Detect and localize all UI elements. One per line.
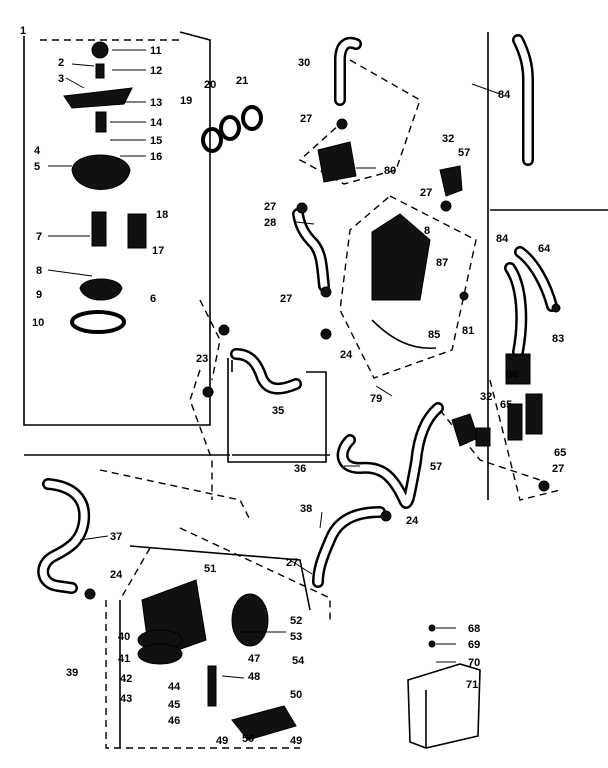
label-85: 85 bbox=[428, 329, 440, 341]
label-81: 81 bbox=[462, 325, 474, 337]
label-38: 38 bbox=[300, 503, 312, 515]
label-6: 6 bbox=[150, 293, 156, 305]
label-3: 3 bbox=[58, 73, 64, 85]
label-53: 53 bbox=[290, 631, 302, 643]
label-17: 17 bbox=[152, 245, 164, 257]
label-79: 79 bbox=[370, 393, 382, 405]
label-35: 35 bbox=[272, 405, 284, 417]
label-14: 14 bbox=[150, 117, 163, 129]
label-24-b: 24 bbox=[406, 515, 419, 527]
label-83: 83 bbox=[552, 333, 564, 345]
label-24-a: 24 bbox=[340, 349, 353, 361]
label-1: 1 bbox=[20, 25, 26, 37]
parts bbox=[63, 41, 561, 749]
label-40: 40 bbox=[118, 631, 130, 643]
label-49-b: 49 bbox=[290, 735, 302, 747]
label-50-a: 50 bbox=[242, 733, 254, 745]
leader-lines bbox=[47, 49, 501, 679]
label-28: 28 bbox=[264, 217, 276, 229]
label-8: 8 bbox=[36, 265, 42, 277]
assembly-outlines bbox=[23, 31, 608, 749]
label-44: 44 bbox=[168, 681, 181, 693]
label-7: 7 bbox=[36, 231, 42, 243]
label-18: 18 bbox=[156, 209, 168, 221]
label-46: 46 bbox=[168, 715, 180, 727]
label-87: 87 bbox=[436, 257, 448, 269]
hoses bbox=[37, 34, 558, 594]
label-39: 39 bbox=[66, 667, 78, 679]
label-19: 19 bbox=[180, 95, 192, 107]
label-49-a: 49 bbox=[216, 735, 228, 747]
label-4: 4 bbox=[34, 145, 41, 157]
label-32-a: 32 bbox=[442, 133, 454, 145]
label-65-a: 65 bbox=[500, 399, 512, 411]
label-64: 64 bbox=[538, 243, 551, 255]
label-8-b: 8 bbox=[424, 225, 430, 237]
label-27-e: 27 bbox=[552, 463, 564, 475]
label-68: 68 bbox=[468, 623, 480, 635]
label-65-b: 65 bbox=[554, 447, 566, 459]
label-24-c: 24 bbox=[110, 569, 123, 581]
label-16: 16 bbox=[150, 151, 162, 163]
label-27-b: 27 bbox=[264, 201, 276, 213]
label-47: 47 bbox=[248, 653, 260, 665]
label-70: 70 bbox=[468, 657, 480, 669]
label-15: 15 bbox=[150, 135, 162, 147]
label-5: 5 bbox=[34, 161, 40, 173]
label-51: 51 bbox=[204, 563, 216, 575]
label-20: 20 bbox=[204, 79, 216, 91]
label-10: 10 bbox=[32, 317, 44, 329]
label-69: 69 bbox=[468, 639, 480, 651]
part-labels: 1 2 3 4 5 6 7 8 9 10 11 12 13 14 15 16 1… bbox=[20, 25, 566, 747]
label-27-c: 27 bbox=[280, 293, 292, 305]
label-9: 9 bbox=[36, 289, 42, 301]
label-27-a: 27 bbox=[300, 113, 312, 125]
label-37: 37 bbox=[110, 531, 122, 543]
label-84-b: 84 bbox=[496, 233, 509, 245]
label-43: 43 bbox=[120, 693, 132, 705]
label-13: 13 bbox=[150, 97, 162, 109]
label-36: 36 bbox=[294, 463, 306, 475]
label-42: 42 bbox=[120, 673, 132, 685]
label-41: 41 bbox=[118, 653, 130, 665]
label-12: 12 bbox=[150, 65, 162, 77]
label-52: 52 bbox=[290, 615, 302, 627]
label-66: 66 bbox=[506, 369, 518, 381]
label-11: 11 bbox=[150, 45, 162, 57]
label-23: 23 bbox=[196, 353, 208, 365]
label-30: 30 bbox=[298, 57, 310, 69]
label-57-b: 57 bbox=[430, 461, 442, 473]
label-80: 80 bbox=[384, 165, 396, 177]
label-45: 45 bbox=[168, 699, 180, 711]
label-57-a: 57 bbox=[458, 147, 470, 159]
label-84-a: 84 bbox=[498, 89, 511, 101]
label-27-d: 27 bbox=[420, 187, 432, 199]
label-21: 21 bbox=[236, 75, 248, 87]
label-27-f: 27 bbox=[286, 557, 298, 569]
label-50-b: 50 bbox=[290, 689, 302, 701]
label-48: 48 bbox=[248, 671, 260, 683]
label-2: 2 bbox=[58, 57, 64, 69]
label-54: 54 bbox=[292, 655, 305, 667]
label-32-b: 32 bbox=[480, 391, 492, 403]
label-71: 71 bbox=[466, 679, 478, 691]
